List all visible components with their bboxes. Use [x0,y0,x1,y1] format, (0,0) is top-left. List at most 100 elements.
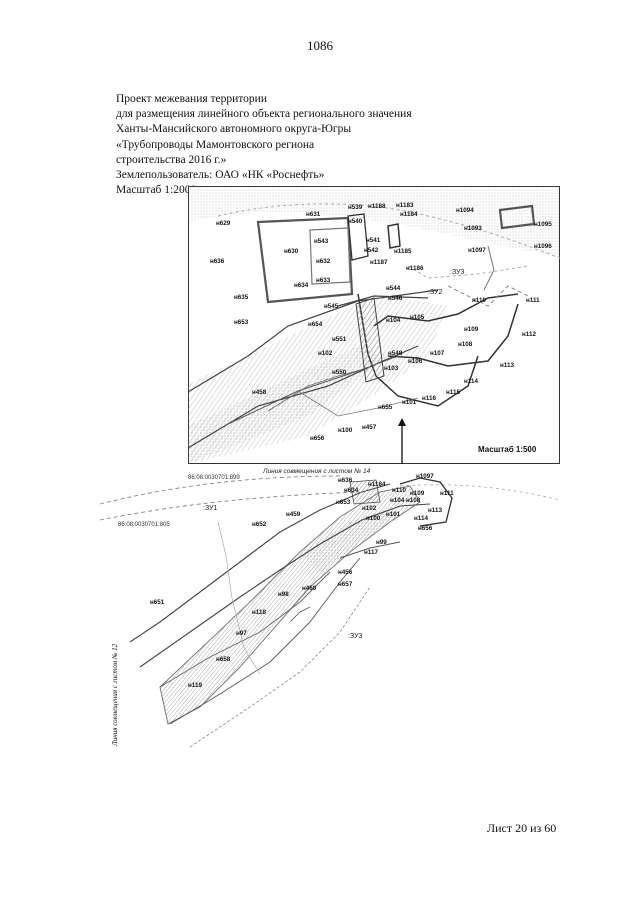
point-label: н111 [440,490,454,497]
point-label: н111 [526,297,540,304]
point-label: н1184 [368,481,386,488]
main-map-drawing: Линия совмещения с листом № 14 86:08:003… [100,468,560,748]
point-label: н1093 [464,225,482,232]
point-label: н102 [318,350,333,357]
point-label: н100 [338,427,353,434]
header-line: Проект межевания территории [116,93,267,105]
inset-shaded-area [188,186,560,256]
point-label: н651 [150,599,165,606]
point-label: н1184 [400,211,418,218]
point-label: н456 [338,569,353,576]
header-line: для размещения линейного объекта региона… [116,108,412,121]
point-label: н118 [252,609,266,616]
point-label: н542 [364,247,379,254]
point-label: н550 [332,369,347,376]
zone-label: :ЗУ2 [428,289,443,296]
point-label: н630 [284,248,299,255]
zone-label: :ЗУ1 [203,505,218,512]
point-label: н652 [252,521,267,528]
point-label: н119 [188,682,202,689]
point-label: н636 [338,477,353,484]
point-label: н551 [332,336,347,343]
point-label: н113 [428,507,442,514]
point-label: н108 [458,341,473,348]
arrow-up-icon [398,418,406,426]
point-label: н114 [464,378,478,385]
point-label: н104 [390,497,405,504]
inset-plot-629 [256,216,354,304]
zone-label: :ЗУ3 [348,633,363,640]
point-label: н655 [378,404,393,411]
point-label: н107 [430,350,445,357]
point-label: н1095 [534,221,552,228]
point-label: н541 [366,237,381,244]
point-label: н635 [234,294,249,301]
point-label: н653 [336,499,351,506]
point-label: н539 [348,204,363,211]
point-label: н636 [210,258,225,265]
point-label: н102 [362,505,377,512]
inset-map: :ЗУ3 :ЗУ2 н539 н540 н1188 н1183 н1184 н1… [188,186,560,464]
point-label: н654 [308,321,323,328]
point-label: н460 [302,585,317,592]
point-label: н117 [364,549,378,556]
main-map: Линия совмещения с листом № 14 86:08:003… [100,462,560,762]
point-label: н653 [234,319,249,326]
point-label: н114 [414,515,428,522]
point-label: н634 [294,282,309,289]
header-line: Землепользователь: ОАО «НК «Роснефть» [116,169,325,182]
point-label: н657 [338,581,353,588]
point-label: н101 [402,399,417,406]
point-label: н544 [386,285,401,292]
header-line: «Трубопроводы Мамонтовского региона [116,138,315,151]
point-label: н109 [464,326,479,333]
inset-point-labels: н539 н540 н1188 н1183 н1184 н1094 н1095 … [210,202,552,442]
sheet-number: Лист 20 из 60 [487,821,557,835]
main-point-labels: н1097 н636 н1184 н634 н110 н111 н109 н10… [150,473,454,689]
junction-caption: Линия совмещения с листом № 14 [262,468,371,475]
point-label: н545 [324,303,339,310]
point-label: н101 [386,511,401,518]
point-label: н1183 [396,202,414,209]
inset-plot-1094 [498,204,536,230]
point-label: н105 [410,314,425,321]
point-label: н1097 [416,473,434,480]
document-header: Проект межевания территории для размещен… [116,92,412,198]
point-label: н103 [384,365,399,372]
point-label: н1187 [370,259,388,266]
point-label: н458 [252,389,267,396]
inset-scale-label: Масштаб 1:500 [478,445,537,454]
point-label: н108 [406,497,421,504]
point-label: н656 [310,435,325,442]
point-label: н97 [236,630,247,637]
point-label: н656 [418,525,433,532]
point-label: н543 [314,238,329,245]
inset-map-drawing: :ЗУ3 :ЗУ2 н539 н540 н1188 н1183 н1184 н1… [188,186,560,464]
point-label: н658 [216,656,231,663]
point-label: н113 [500,362,514,369]
point-label: н1094 [456,207,474,214]
point-label: н540 [348,218,363,225]
side-caption: Линия совмещения с листом № 12 [111,643,119,746]
point-label: н1096 [534,243,552,250]
point-label: н109 [410,490,425,497]
point-label: н115 [446,389,460,396]
point-label: н106 [408,358,423,365]
header-line: Масштаб 1:2000 [116,184,197,197]
cadastral-number: 86:08:0030701:805 [118,522,170,528]
point-label: н99 [376,539,387,546]
point-label: н100 [366,515,381,522]
point-label: н634 [344,487,359,494]
point-label: н1097 [468,247,486,254]
page-number: 1086 [307,38,333,53]
point-label: н457 [362,424,377,431]
header-line: Ханты-Мансийского автономного округа-Югр… [116,123,352,136]
point-label: н110 [392,487,406,494]
point-label: н1188 [368,203,386,210]
point-label: н546 [388,295,403,302]
cadastral-number: 86:08:0030701:899 [188,475,240,481]
point-label: н116 [422,395,436,402]
point-label: н632 [316,258,331,265]
point-label: н631 [306,211,321,218]
header-line: строительства 2016 г.» [116,153,227,166]
